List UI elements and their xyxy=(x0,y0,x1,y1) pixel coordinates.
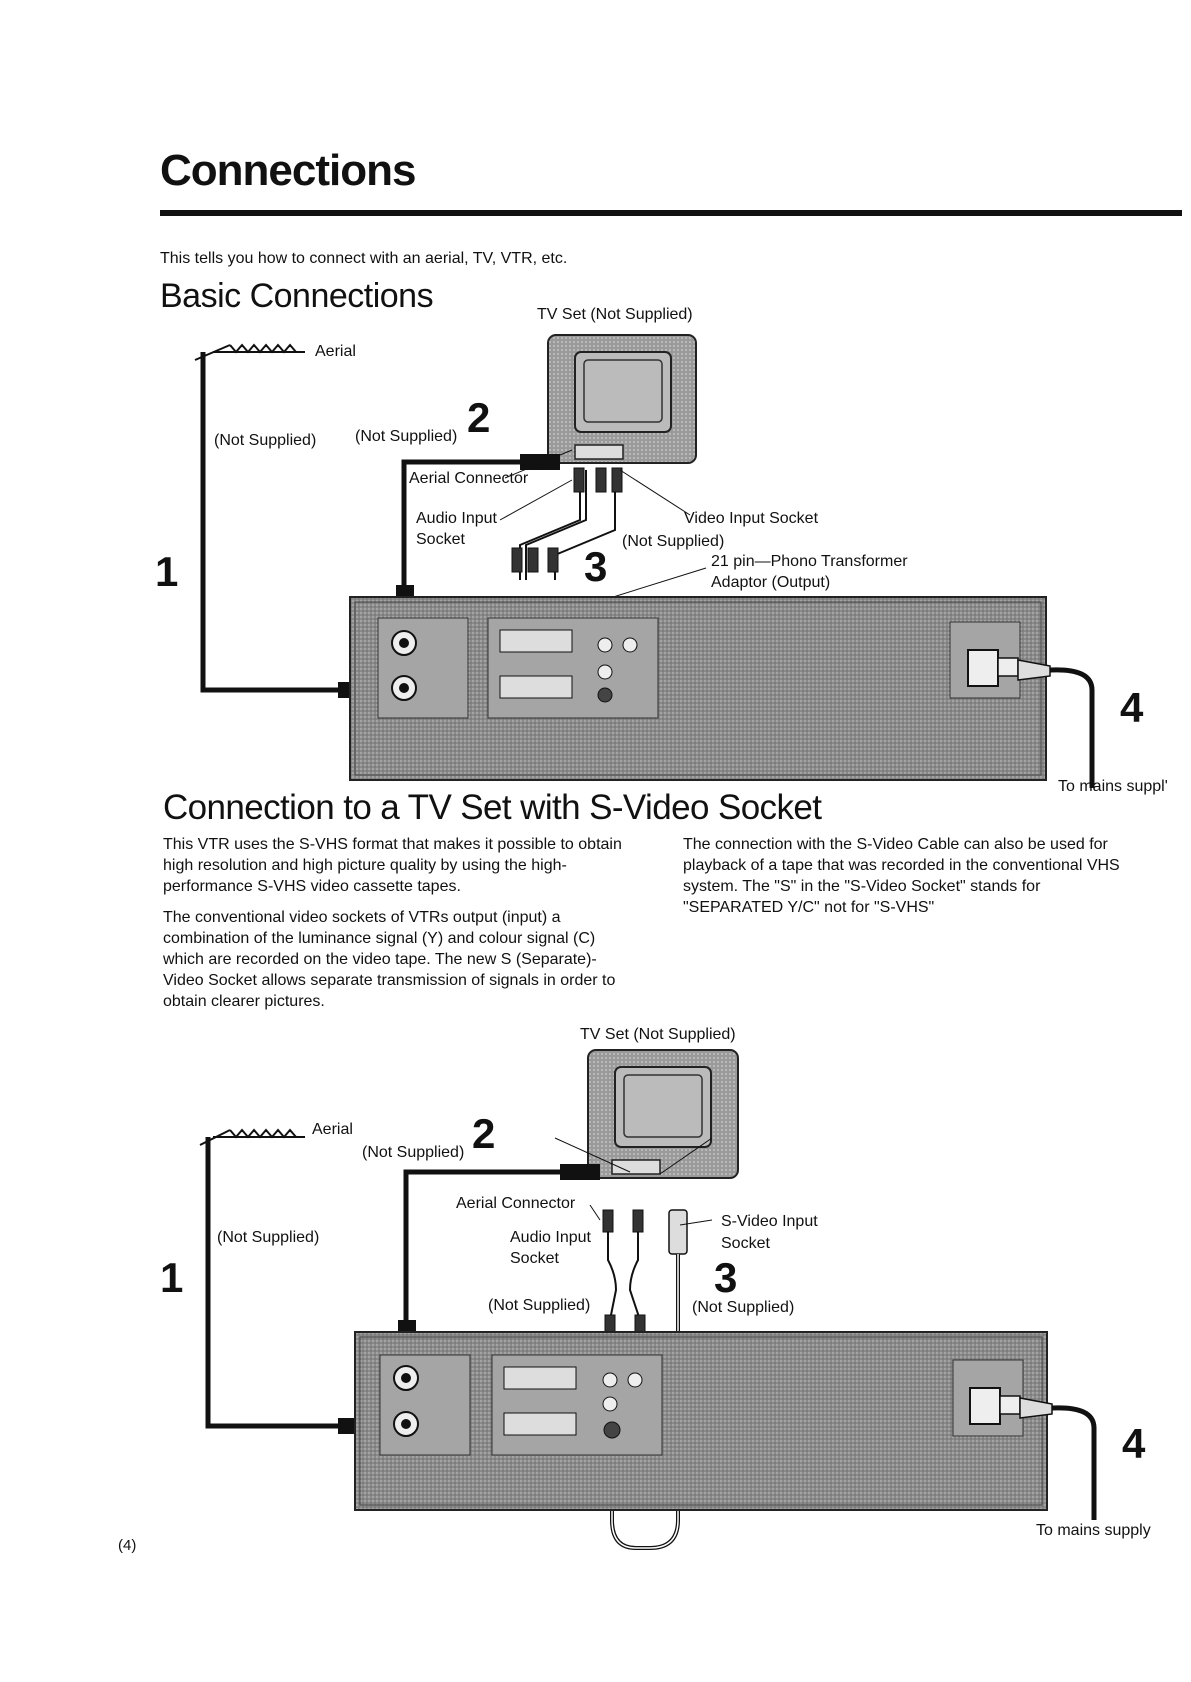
vtr-rear-panel-2 xyxy=(354,1331,1048,1511)
svideo-left-paragraph-1: This VTR uses the S-VHS format that make… xyxy=(163,836,622,895)
svideo-heading: Connection to a TV Set with S-Video Sock… xyxy=(163,788,822,827)
mains-supply-label-2: To mains supply xyxy=(1036,1522,1151,1539)
not-supplied-cable2-label: (Not Supplied) xyxy=(355,428,458,445)
svideo-right-column: The connection with the S-Video Cable ca… xyxy=(683,834,1143,928)
svideo-input-label-line2: Socket xyxy=(721,1235,770,1252)
adaptor-label-line2: Adaptor (Output) xyxy=(711,574,831,591)
tv-set-illustration-2 xyxy=(587,1049,739,1179)
svideo-right-paragraph-1: The connection with the S-Video Cable ca… xyxy=(683,836,1120,916)
step-2-number: 2 xyxy=(467,394,491,441)
aerial-label: Aerial xyxy=(315,343,356,360)
svideo-connection-diagram xyxy=(199,1049,1097,1550)
not-supplied-svideo-label: (Not Supplied) xyxy=(692,1299,795,1316)
not-supplied-adaptor-label: (Not Supplied) xyxy=(622,533,725,550)
page-title: Connections xyxy=(160,146,416,195)
title-rule xyxy=(160,210,1182,216)
step-3-number-2: 3 xyxy=(714,1254,738,1301)
tv-set-label: TV Set (Not Supplied) xyxy=(537,306,693,323)
step-1-number: 1 xyxy=(155,548,179,595)
svideo-left-paragraph-2: The conventional video sockets of VTRs o… xyxy=(163,909,616,1010)
audio-input-label-2-line2: Socket xyxy=(510,1250,559,1267)
aerial-label-2: Aerial xyxy=(312,1121,353,1138)
svideo-left-column: This VTR uses the S-VHS format that make… xyxy=(163,834,623,1022)
step-4-number-2: 4 xyxy=(1122,1420,1146,1467)
audio-input-label-2-line1: Audio Input xyxy=(510,1229,591,1246)
aerial-connector-label-2: Aerial Connector xyxy=(456,1195,576,1212)
adaptor-label-line1: 21 pin—Phono Transformer xyxy=(711,553,908,570)
step-2-number-2: 2 xyxy=(472,1110,496,1157)
intro-text: This tells you how to connect with an ae… xyxy=(160,250,568,267)
not-supplied-cable2-label-2: (Not Supplied) xyxy=(362,1144,465,1161)
tv-set-label-2: TV Set (Not Supplied) xyxy=(580,1026,736,1043)
aerial-illustration-2 xyxy=(199,1128,305,1146)
step-3-number: 3 xyxy=(584,543,608,590)
step-4-number: 4 xyxy=(1120,684,1144,731)
aerial-illustration xyxy=(194,343,305,361)
basic-connection-diagram xyxy=(194,334,1095,788)
step-1-number-2: 1 xyxy=(160,1254,184,1301)
svideo-input-label-line1: S-Video Input xyxy=(721,1213,818,1230)
audio-input-label-line1: Audio Input xyxy=(416,510,497,527)
video-input-label: Video Input Socket xyxy=(684,510,819,527)
audio-input-label-line2: Socket xyxy=(416,531,465,548)
vtr-rear-panel xyxy=(349,596,1047,781)
not-supplied-cable1-label-2: (Not Supplied) xyxy=(217,1229,320,1246)
basic-connections-heading: Basic Connections xyxy=(160,277,434,315)
not-supplied-cable1-label: (Not Supplied) xyxy=(214,432,317,449)
page-number: (4) xyxy=(118,1537,137,1554)
tv-set-illustration xyxy=(547,334,697,464)
mains-supply-label: To mains suppl' xyxy=(1058,778,1168,795)
aerial-connector-label: Aerial Connector xyxy=(409,470,529,487)
not-supplied-audio-label: (Not Supplied) xyxy=(488,1297,591,1314)
